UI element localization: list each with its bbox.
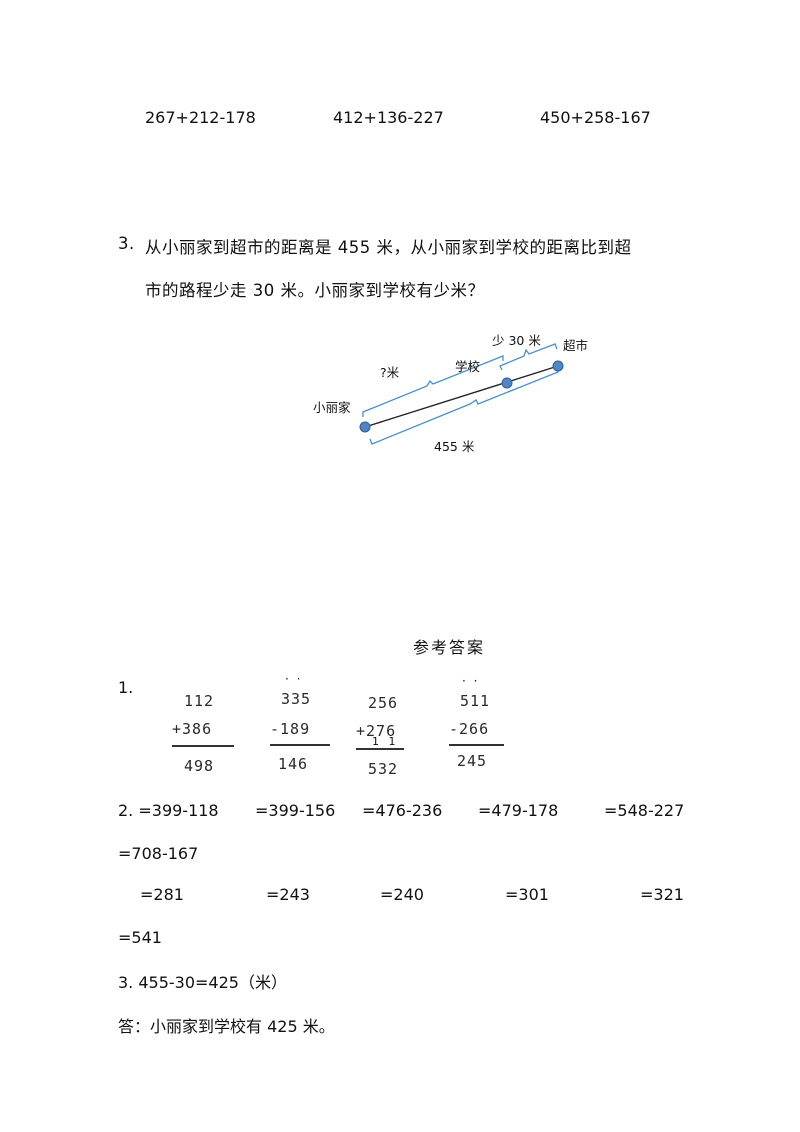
brace-unknown <box>362 355 504 417</box>
label-total: 455 米 <box>434 439 475 454</box>
calc-top: 112 <box>184 692 215 710</box>
q3-answer-sentence: 答：小丽家到学校有 425 米。 <box>118 1017 335 1036</box>
label-market: 超市 <box>563 338 589 353</box>
q2-row1-item5: =548-227 <box>604 801 685 820</box>
q2-row2-item3: =240 <box>380 885 424 904</box>
answers-title: 参考答案 <box>413 638 486 657</box>
expression-3: 450+258-167 <box>540 108 651 127</box>
calc-line <box>172 745 234 747</box>
calc-top: 511 <box>460 692 491 710</box>
distance-diagram <box>359 343 564 445</box>
calc-bottom: -266 <box>449 720 490 738</box>
label-unknown: ?米 <box>380 365 400 380</box>
calc-result: 498 <box>184 757 215 775</box>
brace-total-455 <box>369 366 559 445</box>
school-point <box>501 377 513 389</box>
market-point <box>552 360 564 372</box>
q2-row1-item1: 2. =399-118 <box>118 801 219 820</box>
calc-line <box>270 744 330 746</box>
question-3-line2: 市的路程少走 30 米。小丽家到学校有少米？ <box>145 281 485 300</box>
q2-row2-item4: =301 <box>505 885 549 904</box>
calc-result: 532 <box>368 760 399 778</box>
q2-row1-item6: =708-167 <box>118 844 199 863</box>
label-less-30: 少 30 米 <box>492 333 541 348</box>
calc-result: 146 <box>278 755 309 773</box>
calc-line <box>449 744 504 746</box>
q3-calculation: 3. 455-30=425（米） <box>118 973 287 992</box>
calc-bottom: +386 <box>172 720 213 738</box>
q2-row1-item4: =479-178 <box>478 801 559 820</box>
route-line <box>364 365 559 428</box>
label-home: 小丽家 <box>313 400 351 415</box>
brace-less-30 <box>499 343 558 371</box>
calc-result: 245 <box>457 752 488 770</box>
expression-2: 412+136-227 <box>333 108 444 127</box>
q2-row2-item2: =243 <box>266 885 310 904</box>
borrow-dots: · · <box>285 672 303 686</box>
answer-1-number: 1. <box>118 678 134 697</box>
expression-1: 267+212-178 <box>145 108 256 127</box>
calc-bottom: -189 <box>270 720 311 738</box>
carry-marks: 1 1 <box>372 735 399 748</box>
home-point <box>359 421 371 433</box>
label-school: 学校 <box>455 359 481 374</box>
q2-row2-item1: =281 <box>140 885 184 904</box>
calc-top: 335 <box>281 690 312 708</box>
q2-row1-item2: =399-156 <box>255 801 336 820</box>
borrow-dots: · · <box>462 674 480 688</box>
calc-line <box>356 748 404 750</box>
q2-row2-item6: =541 <box>118 928 162 947</box>
q2-row1-item3: =476-236 <box>362 801 443 820</box>
q2-row2-item5: =321 <box>640 885 684 904</box>
calc-bottom: +276 <box>356 722 397 740</box>
question-3-line1: 从小丽家到超市的距离是 455 米，从小丽家到学校的距离比到超 <box>145 238 632 257</box>
calc-top: 256 <box>368 694 399 712</box>
question-3-number: 3. <box>118 234 135 253</box>
